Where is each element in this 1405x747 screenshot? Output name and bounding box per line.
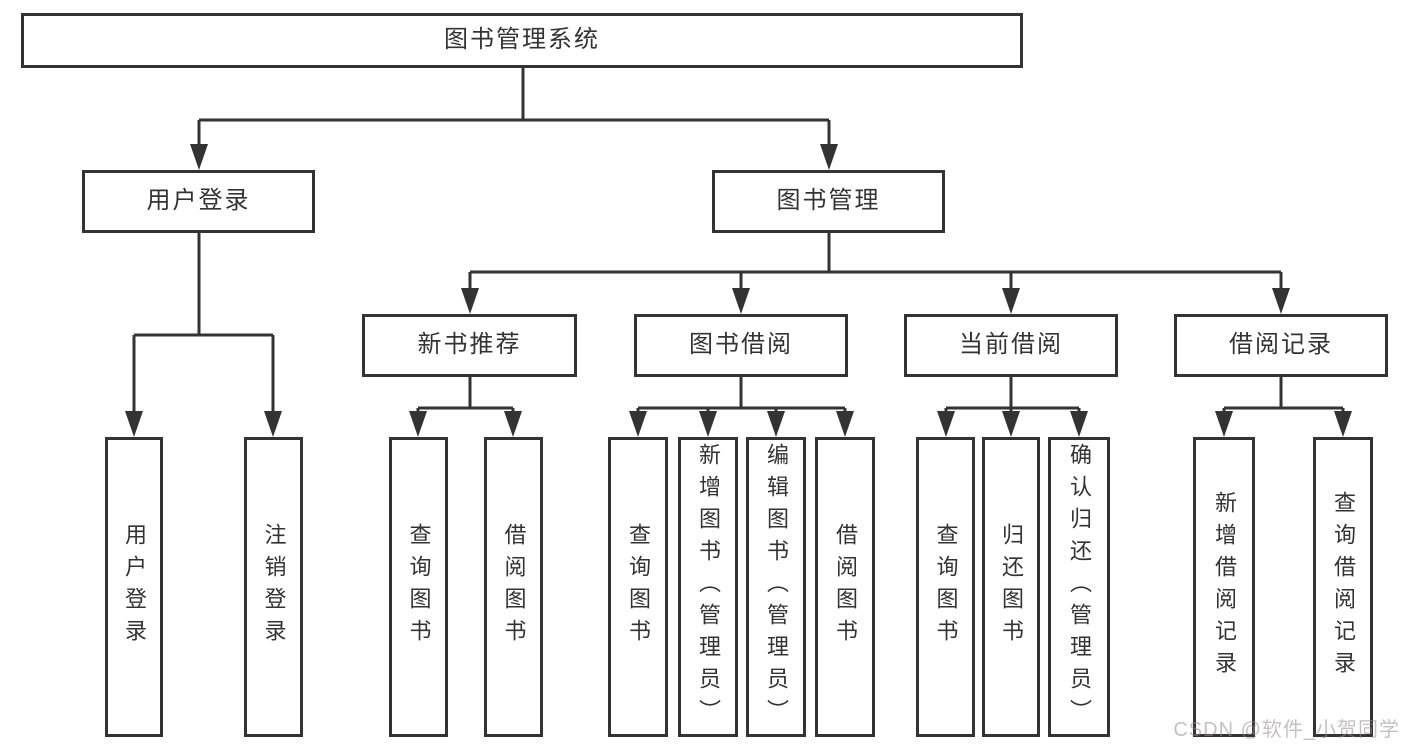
leaf-query-books-current: 查询图书: [916, 437, 975, 737]
node-book-management: 图书管理: [712, 170, 945, 233]
leaf-return-books: 归还图书: [982, 437, 1040, 737]
leaf-logout: 注销登录: [244, 437, 303, 737]
leaf-query-books-borrowing: 查询图书: [608, 437, 668, 737]
node-user-login-group: 用户登录: [82, 170, 315, 233]
leaf-add-borrow-record: 新增借阅记录: [1193, 437, 1255, 737]
connector-root-to-level2: [190, 68, 838, 170]
leaf-edit-books-admin: 编辑图书（管理员）: [746, 437, 806, 737]
csdn-watermark: CSDN @软件_小贺同学: [1173, 719, 1400, 741]
leaf-query-borrow-record: 查询借阅记录: [1313, 437, 1373, 737]
node-root-library-system: 图书管理系统: [21, 13, 1023, 68]
node-borrowing-records: 借阅记录: [1174, 314, 1388, 377]
connector-borrowing-records-children: [1215, 377, 1352, 437]
connector-current-borrowing-children: [937, 377, 1088, 437]
leaf-borrow-books-borrowing: 借阅图书: [815, 437, 875, 737]
connector-user-login-children: [125, 233, 282, 437]
connector-book-borrowing-children: [629, 377, 854, 437]
leaf-confirm-return-admin: 确认归还（管理员）: [1048, 437, 1110, 737]
node-current-borrowing: 当前借阅: [904, 314, 1118, 377]
connector-book-management-children: [461, 233, 1290, 314]
leaf-query-books-recommend: 查询图书: [389, 437, 448, 737]
node-new-book-recommend: 新书推荐: [362, 314, 577, 377]
node-book-borrowing: 图书借阅: [634, 314, 848, 377]
leaf-borrow-books-recommend: 借阅图书: [484, 437, 543, 737]
leaf-add-books-admin: 新增图书（管理员）: [678, 437, 738, 737]
leaf-user-login: 用户登录: [105, 437, 163, 737]
connector-new-book-children: [409, 377, 522, 437]
